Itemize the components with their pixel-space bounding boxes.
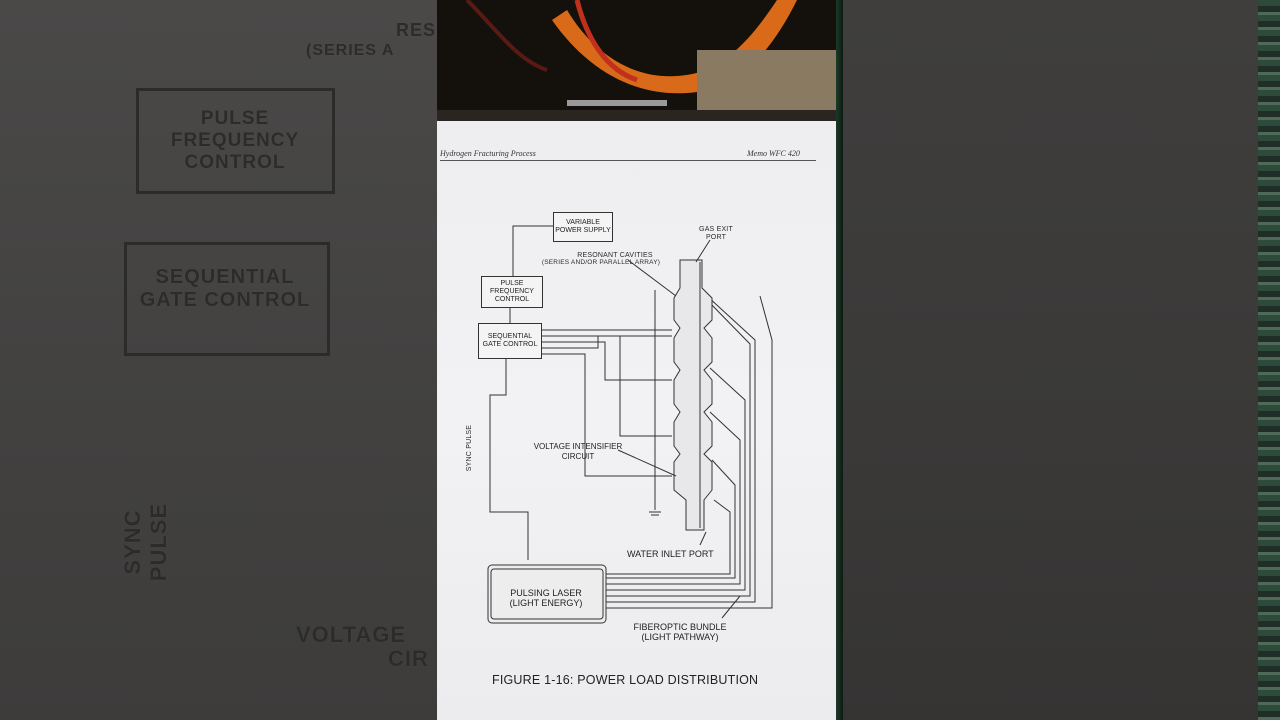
edge-strip xyxy=(1258,0,1280,720)
pulsing-laser-label: PULSING LASER (LIGHT ENERGY) xyxy=(509,588,583,608)
header-rule xyxy=(440,160,816,161)
document-header-left: Hydrogen Fracturing Process xyxy=(440,149,536,158)
blurred-background-left: PULSE FREQUENCY CONTROL SEQUENTIAL GATE … xyxy=(0,0,437,720)
figure-caption: FIGURE 1-16: POWER LOAD DISTRIBUTION xyxy=(492,673,759,687)
fiberoptic-bundle-label: FIBEROPTIC BUNDLE (LIGHT PATHWAY) xyxy=(633,622,727,642)
pulse-frequency-control-box: PULSE FREQUENCY CONTROL xyxy=(481,276,543,308)
bg-res-label: RES xyxy=(396,20,437,40)
bg-pulse-label: PULSE FREQUENCY CONTROL xyxy=(170,108,300,173)
photo-top-region xyxy=(437,0,836,124)
right-edge-strip xyxy=(836,0,843,720)
resonant-cavities-label: RESONANT CAVITIES xyxy=(577,252,653,259)
variable-power-supply-box: VARIABLE POWER SUPPLY xyxy=(553,212,613,242)
sequential-gate-control-box: SEQUENTIAL GATE CONTROL xyxy=(478,323,542,359)
voltage-intensifier-label: VOLTAGE INTENSIFIER CIRCUIT xyxy=(533,442,623,461)
bg-cir-label: CIR xyxy=(388,646,429,671)
blurred-background-right xyxy=(843,0,1280,720)
photo-cables xyxy=(437,0,836,124)
bg-series-label: (SERIES A xyxy=(306,42,395,59)
resonant-cavities-sub-label: (SERIES AND/OR PARALLEL ARRAY) xyxy=(541,259,661,266)
bg-sequential-box xyxy=(124,242,330,356)
bg-sequential-label: SEQUENTIAL GATE CONTROL xyxy=(139,266,311,311)
sync-pulse-label: SYNC PULSE xyxy=(466,424,473,472)
bg-voltage-label: VOLTAGE xyxy=(296,622,407,647)
bg-pulse-box xyxy=(136,88,335,194)
gas-exit-port-label: GAS EXIT PORT xyxy=(699,226,733,241)
document-header-right: Memo WFC 420 xyxy=(747,149,800,158)
water-inlet-port-label: WATER INLET PORT xyxy=(627,549,714,559)
